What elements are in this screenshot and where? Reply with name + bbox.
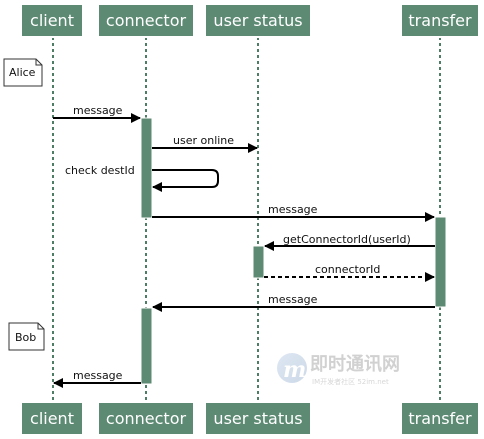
- actor-box-transfer-bottom: [400, 401, 480, 436]
- msg-label-1: message: [73, 104, 123, 117]
- note-alice: Alice: [3, 58, 43, 87]
- activation-user-status: [252, 245, 265, 279]
- actors-top: client connector user status transfer: [20, 3, 480, 38]
- msg-label-6: connectorId: [315, 263, 380, 276]
- msg-label-8: message: [73, 369, 123, 382]
- actor-box-user-status-top: [204, 3, 312, 38]
- msg-arrow-3: [152, 169, 219, 192]
- actor-label-client-top: client: [30, 11, 74, 30]
- watermark-sub: IM开发者社区 52im.net: [312, 377, 389, 386]
- watermark-logo-icon: [277, 353, 307, 383]
- actors-bottom: client connector user status transfer: [20, 401, 480, 436]
- note-bob: Bob: [8, 322, 45, 351]
- actor-label-connector-top: connector: [106, 11, 187, 30]
- actor-label-connector-bottom: connector: [106, 409, 187, 428]
- activation-connector-1: [140, 117, 153, 219]
- watermark: m 即时通讯网 IM开发者社区 52im.net: [277, 353, 400, 386]
- actor-box-client-bottom: [20, 401, 84, 436]
- msg-label-2: user online: [173, 134, 234, 147]
- actor-label-user-status-bottom: user status: [213, 409, 302, 428]
- svg-text:m: m: [283, 357, 306, 383]
- note-alice-text: Alice: [9, 66, 36, 79]
- msg-label-5: getConnectorId(userId): [283, 233, 411, 246]
- activation-connector-2: [140, 307, 153, 385]
- actor-label-user-status-top: user status: [213, 11, 302, 30]
- actor-box-connector-top: [97, 3, 195, 38]
- messages: message user online check destId message…: [53, 104, 435, 388]
- activations: [140, 117, 447, 385]
- actor-label-transfer-bottom: transfer: [408, 409, 472, 428]
- watermark-brand: 即时通讯网: [310, 354, 400, 375]
- actor-box-client-top: [20, 3, 84, 38]
- actor-box-connector-bottom: [97, 401, 195, 436]
- note-bob-text: Bob: [15, 331, 36, 344]
- actor-label-transfer-top: transfer: [408, 11, 472, 30]
- lifelines: [52, 37, 441, 402]
- msg-label-4: message: [268, 203, 318, 216]
- msg-label-3: check destId: [65, 164, 135, 177]
- actor-box-user-status-bottom: [204, 401, 312, 436]
- activation-transfer: [434, 216, 447, 308]
- actor-box-transfer-top: [400, 3, 480, 38]
- actor-label-client-bottom: client: [30, 409, 74, 428]
- msg-label-7: message: [268, 293, 318, 306]
